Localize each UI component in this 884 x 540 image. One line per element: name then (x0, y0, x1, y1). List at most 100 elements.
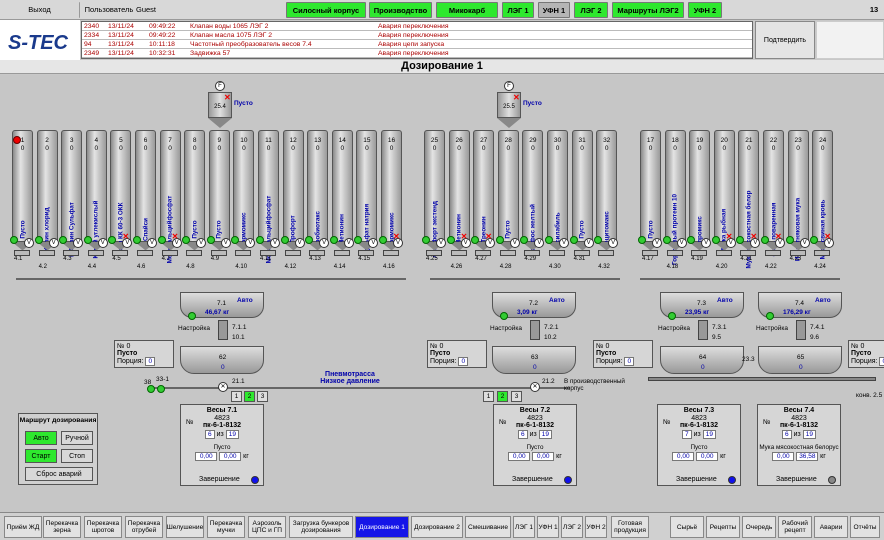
gate-icon[interactable] (218, 320, 228, 340)
vibrator-icon[interactable]: V (368, 238, 379, 248)
tab-leg1[interactable]: ЛЭГ 1 (502, 2, 534, 18)
vibrator-icon[interactable]: V (676, 238, 687, 248)
nav-button[interactable]: Приём ЖД (4, 516, 42, 538)
valve-icon[interactable]: ✕ (218, 382, 228, 392)
vibrator-icon[interactable]: V (270, 238, 280, 248)
setup-link[interactable]: Настройка (658, 325, 690, 332)
vibrator-icon[interactable]: V (196, 238, 207, 248)
nav-button[interactable]: Готовая продукция (611, 516, 649, 538)
setup-link[interactable]: Настройка (490, 325, 522, 332)
route-1-button[interactable]: 1 (483, 391, 494, 402)
vibrator-icon[interactable]: V (294, 238, 305, 248)
confirm-button[interactable]: Подтвердить (755, 21, 815, 59)
vibrator-icon[interactable]: V (460, 238, 471, 248)
vibrator-icon[interactable]: V (122, 238, 133, 248)
vibrator-icon[interactable]: V (534, 238, 545, 248)
vibrator-icon[interactable]: V (48, 238, 59, 248)
vibrator-icon[interactable]: V (799, 238, 810, 248)
gate-icon[interactable] (796, 320, 806, 340)
auto-button[interactable]: Авто (25, 431, 57, 445)
nav-button[interactable]: Рецепты (706, 516, 740, 538)
route-1-button[interactable]: 1 (231, 391, 242, 402)
tab-ufn1[interactable]: УФН 1 (538, 2, 570, 18)
vibrator-icon[interactable]: V (97, 238, 108, 248)
vibrator-icon[interactable]: V (824, 238, 835, 248)
nav-button[interactable]: Дозирование 2 (411, 516, 463, 538)
vibrator-icon[interactable]: V (393, 238, 403, 248)
gate-icon[interactable] (698, 320, 708, 340)
nav-button[interactable]: УФН 2 (585, 516, 607, 538)
nav-button[interactable]: Сырьё (670, 516, 704, 538)
nav-button[interactable]: Отчёты (850, 516, 880, 538)
nav-button[interactable]: Перекачка мучки (207, 516, 245, 538)
vibrator-icon[interactable]: V (147, 238, 157, 248)
portion-input[interactable]: 0 (879, 357, 884, 366)
valve-icon[interactable]: ✕ (530, 382, 540, 392)
nav-button[interactable]: Аварии (814, 516, 848, 538)
vibrator-icon[interactable]: V (319, 238, 330, 248)
tab-production[interactable]: Производство (369, 2, 432, 18)
nav-button[interactable]: Шелушение (166, 516, 204, 538)
nav-button[interactable]: Дозирование 1 (355, 516, 409, 538)
vibrator-icon[interactable]: V (559, 238, 569, 248)
vibrator-icon[interactable]: V (220, 238, 231, 248)
nav-button[interactable]: ЛЭГ 2 (561, 516, 583, 538)
route-2-button[interactable]: 2 (244, 391, 255, 402)
portion-input[interactable]: 0 (458, 357, 469, 366)
setup-link[interactable]: Настройка (178, 325, 210, 332)
exit-button[interactable]: Выход (0, 2, 80, 18)
nav-button[interactable]: Аэрозоль ЦПС и ГП (248, 516, 286, 538)
route-2-button[interactable]: 2 (497, 391, 508, 402)
tab-silo[interactable]: Силосный корпус (286, 2, 366, 18)
vibrator-icon[interactable]: V (608, 238, 619, 248)
vibrator-icon[interactable]: V (725, 238, 736, 248)
vibrator-icon[interactable]: V (775, 238, 785, 248)
nav-button[interactable]: Перекачка шротов (84, 516, 122, 538)
gate-icon[interactable] (530, 320, 540, 340)
vibrator-icon[interactable]: V (24, 238, 34, 248)
nav-button[interactable]: Рабочий рецепт (778, 516, 812, 538)
nav-button[interactable]: Перекачка зерна (43, 516, 81, 538)
tab-leg2[interactable]: ЛЭГ 2 (574, 2, 608, 18)
nav-button[interactable]: УФН 1 (537, 516, 559, 538)
vibrator-icon[interactable]: V (343, 238, 354, 248)
portion-input[interactable]: 0 (624, 357, 635, 366)
nav-button[interactable]: Загрузка бункеров дозирования (289, 516, 353, 538)
vibrator-icon[interactable]: V (652, 238, 662, 248)
route-3-button[interactable]: 3 (257, 391, 268, 402)
stop-button[interactable]: Стоп (61, 449, 93, 463)
